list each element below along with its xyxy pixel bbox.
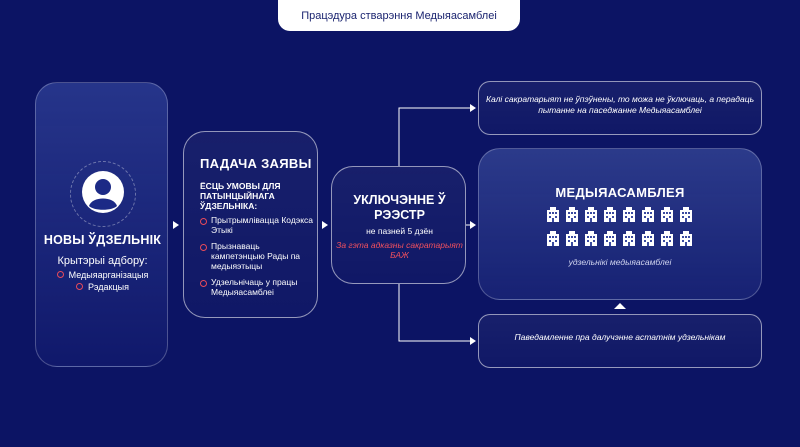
arrow-right-icon xyxy=(470,104,476,112)
user-avatar-icon xyxy=(82,171,124,213)
arrow-right-icon xyxy=(322,221,328,229)
secretariat-note-box: Калі сакратарыят не ўпэўнены, то можа не… xyxy=(478,81,762,135)
building-icon xyxy=(660,231,674,246)
register-title: УКЛЮЧЭННЕ Ў РЭЭСТР xyxy=(353,193,446,222)
building-icon xyxy=(603,231,617,246)
bullet-icon xyxy=(76,283,84,291)
bullet-icon xyxy=(200,218,207,225)
branch-line-top xyxy=(398,107,470,166)
building-icon xyxy=(622,231,636,246)
assembly-card: МЕДЫЯАСАМБЛЕЯ удзельнікі медыяасамблеі xyxy=(478,148,762,300)
arrow-up-icon xyxy=(614,303,626,309)
building-icon xyxy=(584,231,598,246)
building-icon xyxy=(546,207,560,222)
application-title: ПАДАЧА ЗАЯВЫ xyxy=(200,156,312,171)
list-item: Прызнаваць кампетэнцыю Рады па медыяэтыц… xyxy=(200,241,315,271)
building-icon xyxy=(679,231,693,246)
avatar-ring xyxy=(70,161,136,227)
list-item: Прытрымлівацца Кодэкса Этыкі xyxy=(200,215,315,235)
assembly-title: МЕДЫЯАСАМБЛЕЯ xyxy=(555,185,685,200)
building-icon xyxy=(641,231,655,246)
building-icon xyxy=(546,231,560,246)
building-icon xyxy=(584,207,598,222)
notification-box: Паведамленне пра далучэнне астатнім удзе… xyxy=(478,314,762,368)
new-member-card: НОВЫ ЎДЗЕЛЬНІК Крытэрыі адбору: Медыяарг… xyxy=(35,82,168,367)
conditions-list: Прытрымлівацца Кодэкса Этыкі Прызнаваць … xyxy=(200,215,315,303)
application-card: ПАДАЧА ЗАЯВЫ ЁСЦЬ УМОВЫ ДЛЯ ПАТЫНЦЫЙНАГА… xyxy=(183,131,318,318)
building-icon xyxy=(641,207,655,222)
criteria-list: Медыяарганізацыя Рэдакцыя xyxy=(36,269,169,293)
criteria-label: Крытэрыі адбору: xyxy=(57,255,148,267)
register-note: За гэта адказны сакратарыят БАЖ xyxy=(336,240,463,260)
secretariat-note-text: Калі сакратарыят не ўпэўнены, то можа не… xyxy=(485,94,755,115)
application-conditions: ЁСЦЬ УМОВЫ ДЛЯ ПАТЫНЦЫЙНАГА ЎДЗЕЛЬНІКА: xyxy=(200,181,281,211)
list-item: Медыяарганізацыя xyxy=(36,269,169,281)
bullet-icon xyxy=(200,280,207,287)
building-icon xyxy=(603,207,617,222)
bullet-icon xyxy=(56,271,64,279)
arrow-right-icon xyxy=(173,221,179,229)
notification-text: Паведамленне пра далучэнне астатнім удзе… xyxy=(514,332,726,342)
building-icon xyxy=(679,207,693,222)
building-icon xyxy=(565,231,579,246)
branch-line-bottom xyxy=(398,284,470,342)
register-card: УКЛЮЧЭННЕ Ў РЭЭСТР не пазней 5 дзён За г… xyxy=(331,166,466,284)
building-icon xyxy=(565,207,579,222)
building-icon xyxy=(622,207,636,222)
arrow-right-icon xyxy=(470,337,476,345)
assembly-subtitle: удзельнікі медыяасамблеі xyxy=(568,257,672,267)
register-time: не пазней 5 дзён xyxy=(366,226,433,236)
page-title: Працэдура стварэння Медыяасамблеі xyxy=(278,0,520,31)
list-item: Удзельнічаць у працы Медыяасамблеі xyxy=(200,277,315,297)
member-title: НОВЫ ЎДЗЕЛЬНІК xyxy=(43,233,162,247)
list-item: Рэдакцыя xyxy=(36,281,169,293)
building-icon xyxy=(660,207,674,222)
bullet-icon xyxy=(200,244,207,251)
arrow-right-icon xyxy=(470,221,476,229)
